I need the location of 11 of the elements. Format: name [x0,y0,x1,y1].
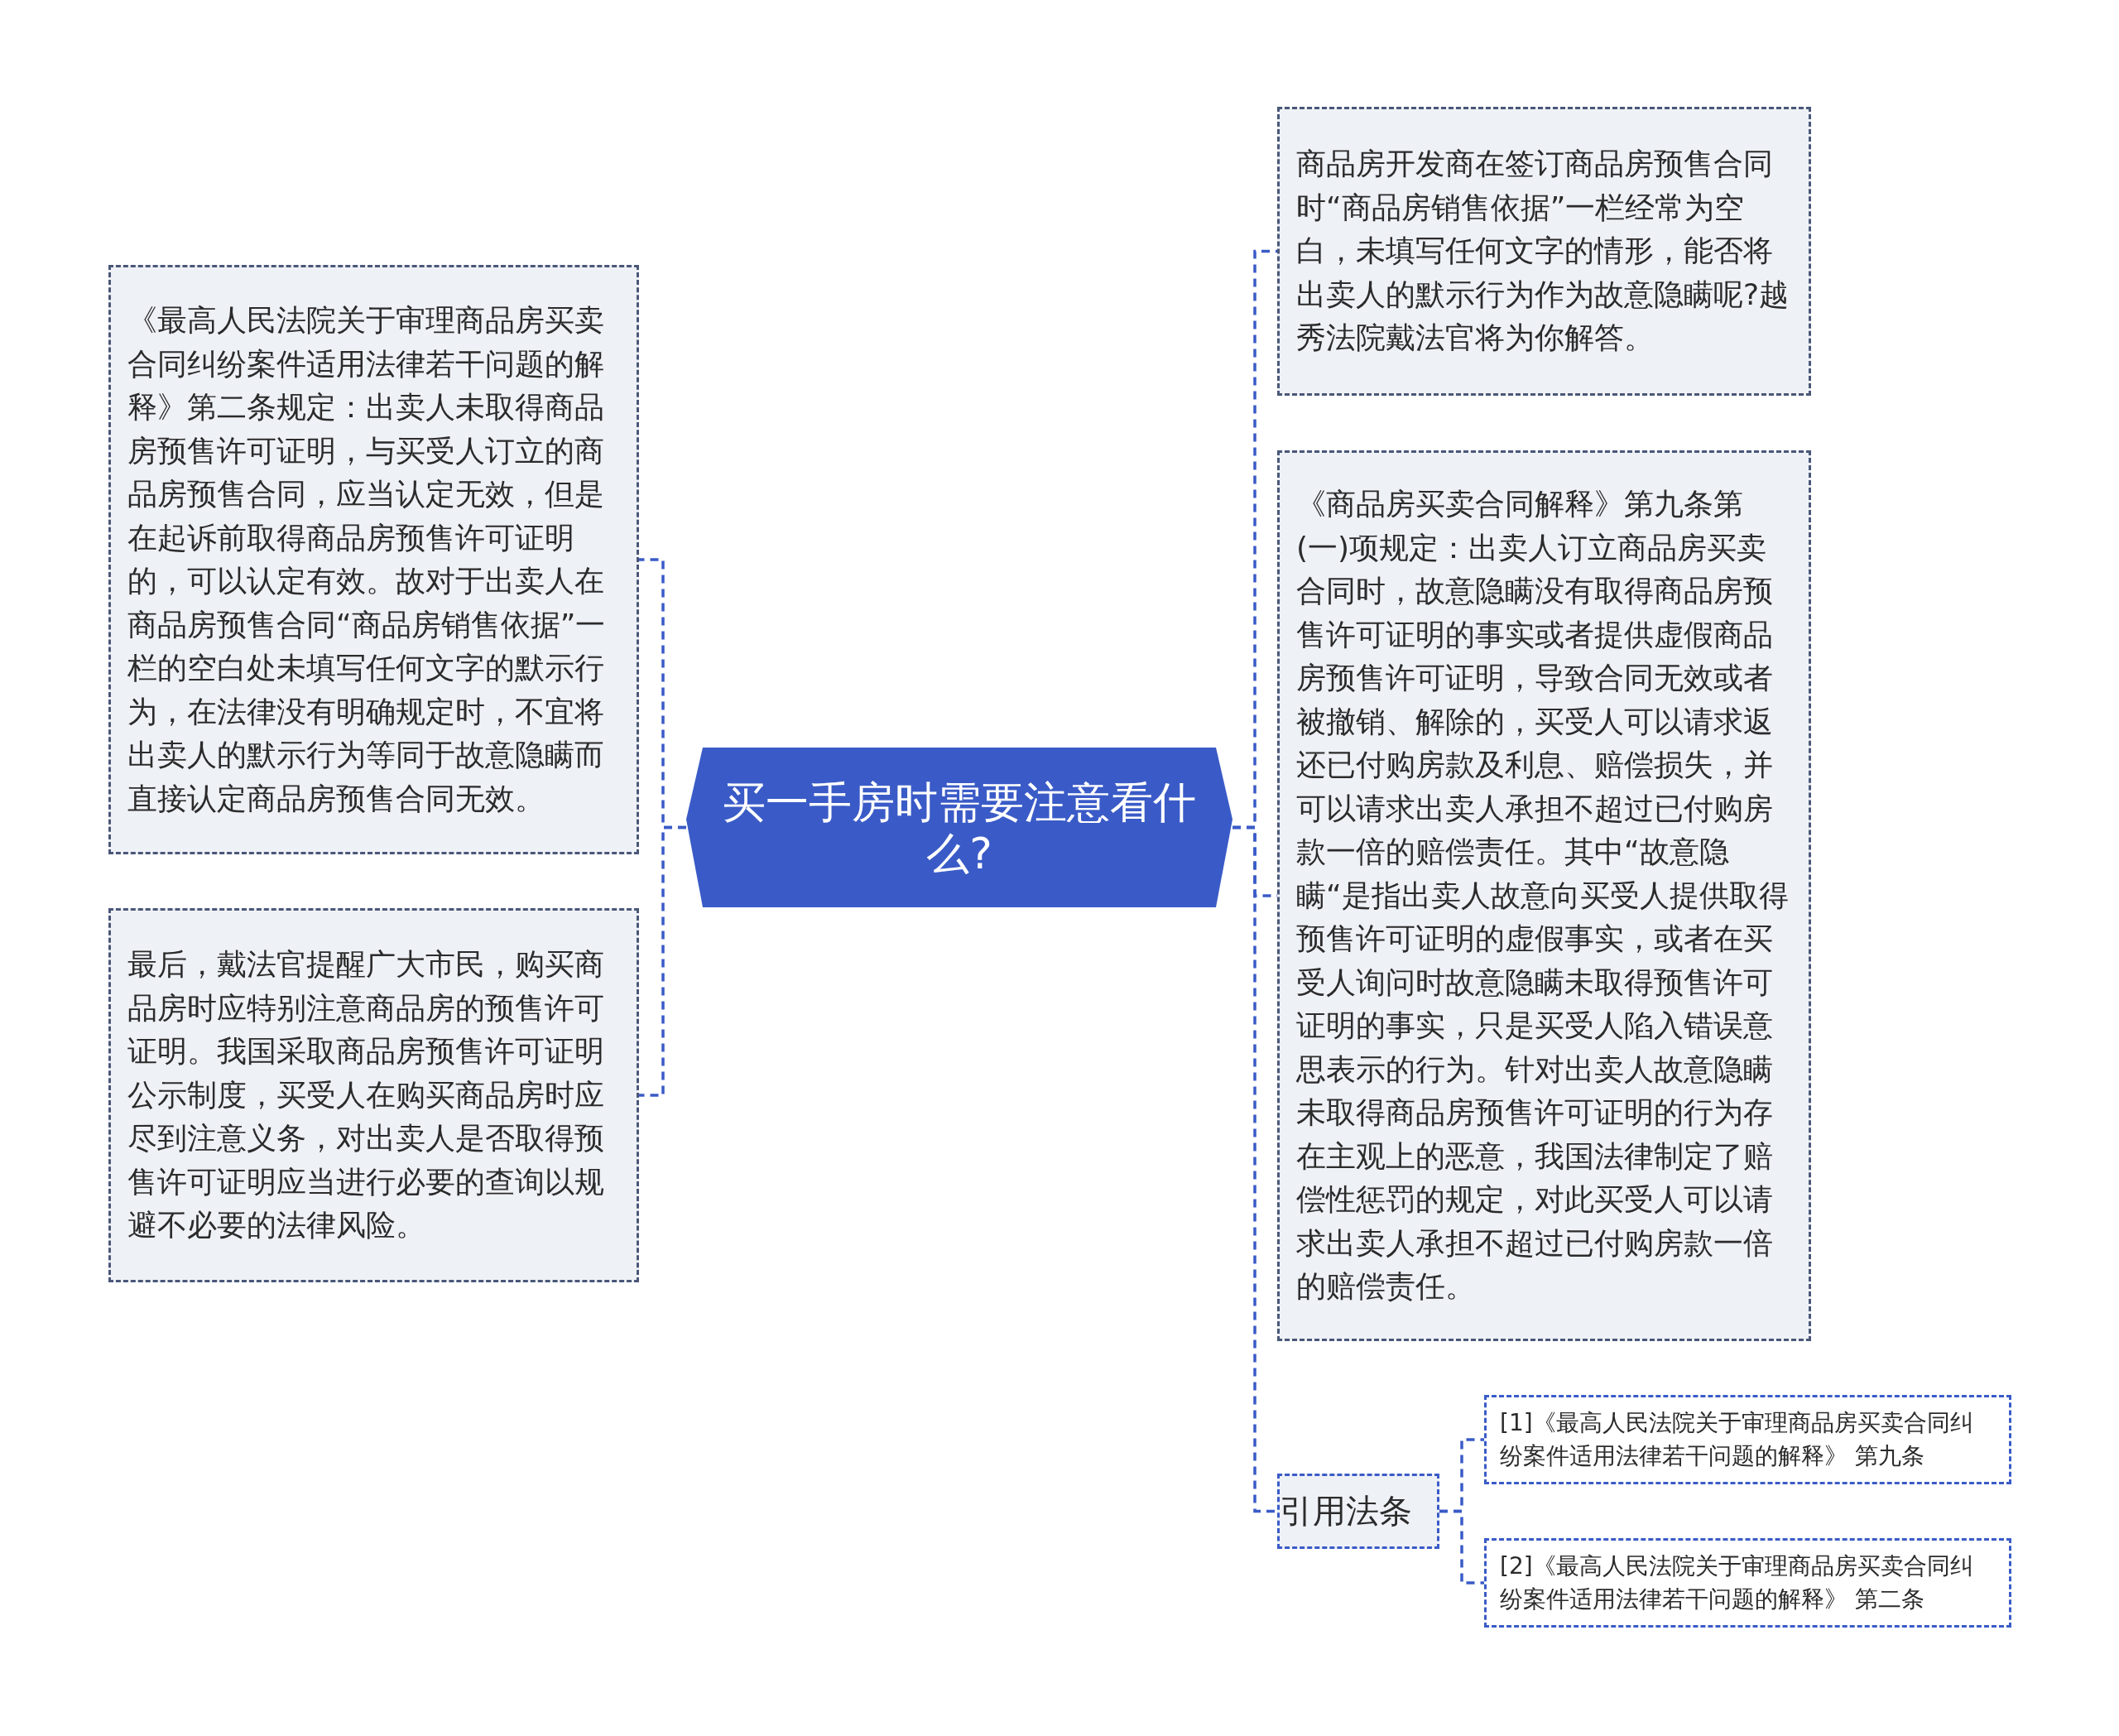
subtopic-box: 引用法条 [1277,1474,1439,1549]
connector-line [1232,825,1277,1513]
reference-box: [1]《最高人民法院关于审理商品房买卖合同纠纷案件适用法律若干问题的解释》 第九条 [1484,1395,2011,1484]
reference-box: [2]《最高人民法院关于审理商品房买卖合同纠纷案件适用法律若干问题的解释》 第二条 [1484,1538,2011,1628]
text-box: 商品房开发商在签订商品房预售合同时“商品房销售依据”一栏经常为空白，未填写任何文字的情形，能否将出卖人的默示行为作为故意隐瞒呢?越秀法院戴法官将为你解答。 [1277,107,1811,396]
connector-line [1439,1509,1484,1585]
central-topic: 买一手房时需要注意看什么? [686,748,1232,907]
text-box: 《商品房买卖合同解释》第九条第(一)项规定：出卖人订立商品房买卖合同时，故意隐瞒没有取得商品房预售许可证明的事实或者提供虚假商品房预售许可证明，导致合同无效或者被撤销、解除的，买受人可以请求返还已付购房款及利息、赔偿损失，并可以请求出卖人承担不超过已付购房款一倍的赔偿责任。其中“故意隐瞒“是指出卖人故意向买受人提供取得预售许可证明的虚假事实，或者在买受人询问时故意隐瞒未取得预售许可证明的事实，只是买受人陷入错误意思表示的行为。针对出卖人故意隐瞒未取得商品房预售许可证明的行为存在主观上的恶意，我国法律制定了赔偿性惩罚的规定，对此买受人可以请求出卖人承担不超过已付购房款一倍的赔偿责任。 [1277,450,1811,1341]
text-box: 最后，戴法官提醒广大市民，购买商品房时应特别注意商品房的预售许可证明。我国采取商品房预售许可证明公示制度，买受人在购买商品房时应尽到注意义务，对出卖人是否取得预售许可证明应当进行必要的查询以规避不必要的法律风险。 [108,908,639,1282]
text-box: 《最高人民法院关于审理商品房买卖合同纠纷案件适用法律若干问题的解释》第二条规定：出卖人未取得商品房预售许可证明，与买受人订立的商品房预售合同，应当认定无效，但是在起诉前取得商品房预售许可证明的，可以认定有效。故对于出卖人在商品房预售合同“商品房销售依据”一栏的空白处未填写任何文字的默示行为，在法律没有明确规定时，不宜将出卖人的默示行为等同于故意隐瞒而直接认定商品房预售合同无效。 [108,265,639,854]
connector-line [639,825,686,1097]
